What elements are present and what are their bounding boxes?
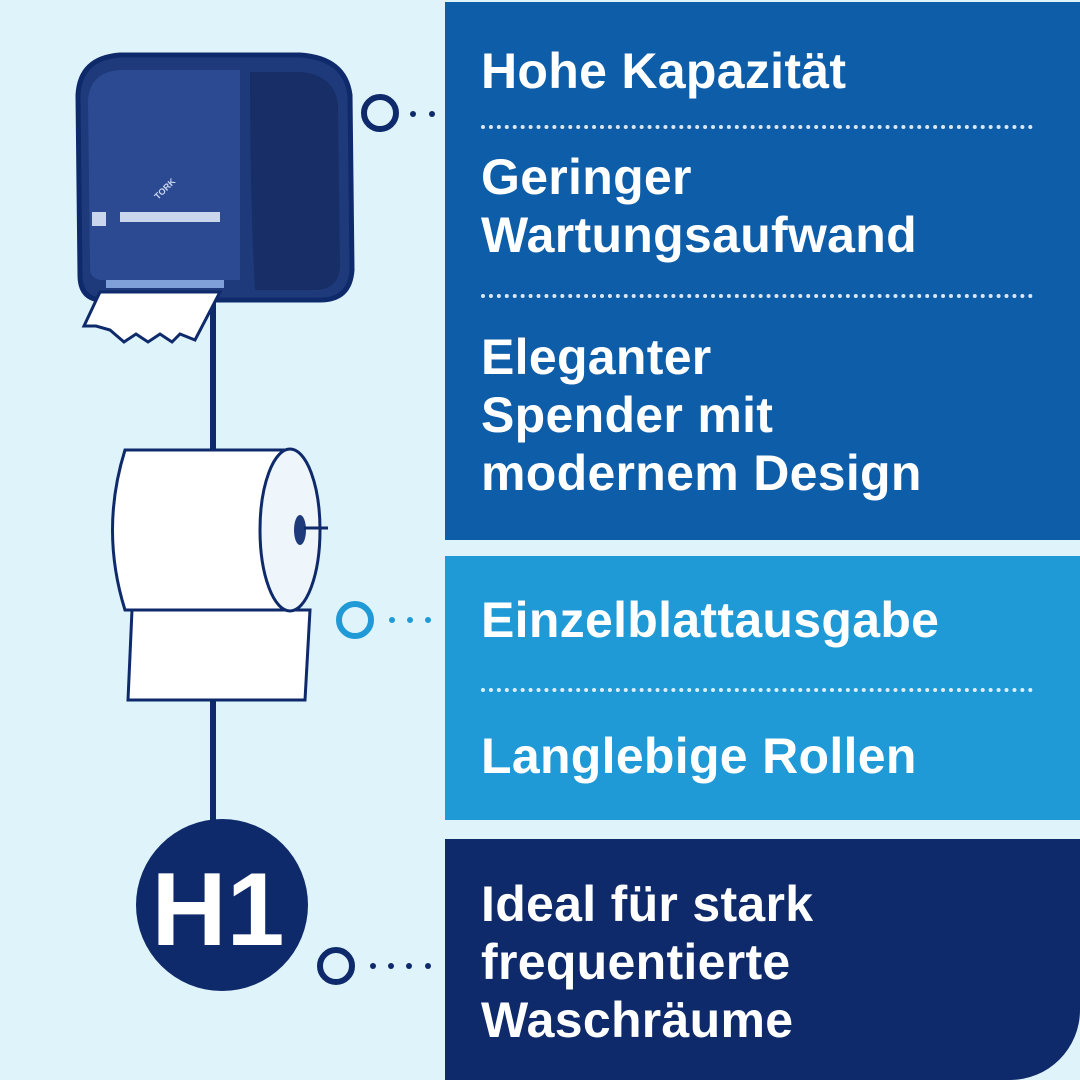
connector-ring-system <box>317 947 431 985</box>
feature-single-sheet: Einzelblattausgabe <box>481 592 940 648</box>
dispenser-features-panel: Hohe Kapazität Geringer Wartungsaufwand … <box>445 2 1080 540</box>
divider <box>481 294 1033 298</box>
divider <box>481 125 1033 129</box>
paper-roll-image <box>111 447 328 702</box>
divider <box>481 688 1033 692</box>
feature-low-maintenance: Geringer Wartungsaufwand <box>481 149 917 263</box>
connector-ring-capacity <box>361 94 435 132</box>
system-badge-label: H1 <box>152 852 285 968</box>
system-badge-h1: H1 <box>136 819 308 991</box>
feature-long-lasting-rolls: Langlebige Rollen <box>481 728 917 784</box>
feature-high-traffic: Ideal für stark frequentierte Waschräume <box>481 876 814 1048</box>
connector-ring-dispensing <box>336 601 431 639</box>
system-panel: Ideal für stark frequentierte Waschräume <box>445 839 1080 1080</box>
feature-high-capacity: Hohe Kapazität <box>481 43 847 99</box>
dispenser-image: TORK <box>75 52 355 344</box>
feature-elegant-design: Eleganter Spender mit modernem Design <box>481 329 922 501</box>
product-illustration: TORK H1 <box>75 52 435 991</box>
refill-features-panel: Einzelblattausgabe Langlebige Rollen <box>445 556 1080 820</box>
